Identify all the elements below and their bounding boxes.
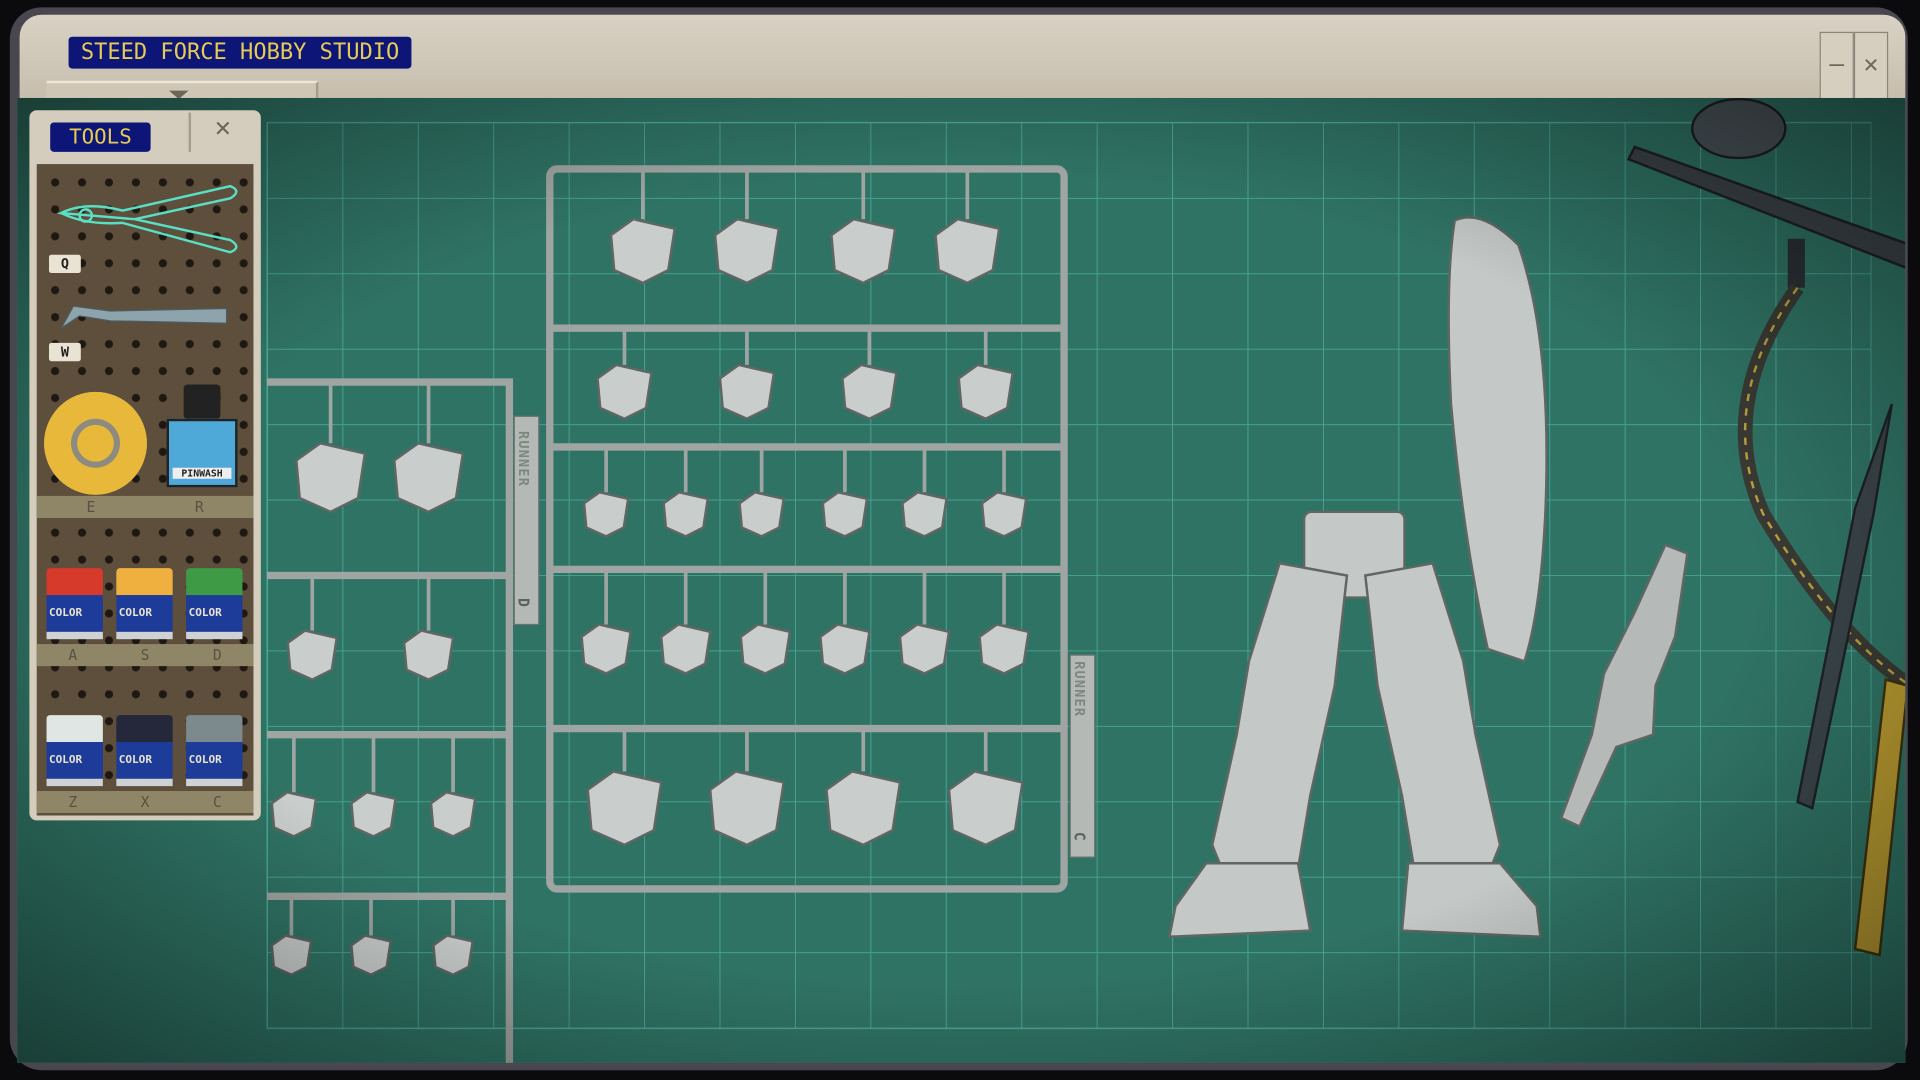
model-part[interactable] — [270, 790, 318, 838]
tools-close-button[interactable]: ✕ — [188, 112, 255, 152]
paint-black[interactable]: COLOR — [116, 715, 173, 787]
model-part[interactable] — [841, 363, 898, 421]
model-part[interactable] — [350, 790, 397, 838]
model-part[interactable] — [432, 934, 475, 977]
key-hint-s: S — [140, 646, 150, 664]
key-hint-a: A — [68, 646, 78, 664]
key-hint-e: E — [86, 498, 96, 516]
model-part[interactable] — [580, 623, 632, 675]
model-part[interactable] — [659, 623, 712, 675]
paint-white[interactable]: COLOR — [46, 715, 103, 787]
model-part[interactable] — [286, 629, 339, 681]
tools-panel-title: TOOLS — [50, 122, 151, 152]
model-part[interactable] — [901, 490, 948, 538]
paint-grey[interactable]: COLOR — [186, 715, 243, 787]
shelf-er: E R — [36, 495, 254, 518]
pegboard: Q W PINWASH E R COLOR COLOR COLOR A S D … — [36, 164, 254, 816]
pinwash-label: PINWASH — [172, 467, 232, 479]
key-hint-d: D — [212, 646, 222, 664]
model-part[interactable] — [596, 363, 653, 421]
tools-panel: TOOLS ✕ Q W PINWASH E R — [29, 110, 261, 821]
workspace-canvas[interactable] — [17, 97, 1906, 1063]
model-part[interactable] — [662, 490, 710, 538]
model-part[interactable] — [270, 934, 313, 977]
pinwash-bottle-tool[interactable]: PINWASH — [166, 384, 238, 488]
masking-tape-tool[interactable] — [44, 391, 147, 495]
window-title: STEED FORCE HOBBY STUDIO — [68, 36, 412, 69]
model-part[interactable] — [402, 629, 455, 681]
model-part[interactable] — [957, 363, 1015, 421]
paint-green[interactable]: COLOR — [186, 568, 243, 640]
key-hint-r: R — [194, 498, 204, 516]
model-part[interactable] — [819, 623, 871, 675]
minimize-button[interactable]: – — [1819, 31, 1854, 103]
model-part[interactable] — [582, 490, 630, 538]
runner-label-c: RUNNER — [1071, 661, 1088, 718]
shelf-asd: A S D — [36, 644, 254, 667]
model-part[interactable] — [980, 490, 1028, 538]
model-part[interactable] — [738, 490, 786, 538]
key-hint-c: C — [212, 793, 222, 811]
key-hint-q: Q — [48, 254, 81, 274]
key-hint-x: X — [140, 793, 150, 811]
model-part[interactable] — [429, 790, 477, 838]
title-bar: STEED FORCE HOBBY STUDIO – ✕ — [19, 14, 1906, 113]
model-part[interactable] — [898, 623, 951, 675]
paint-red[interactable]: COLOR — [46, 568, 103, 640]
chevron-down-icon — [168, 90, 189, 100]
model-part[interactable] — [739, 623, 792, 675]
model-part[interactable] — [350, 934, 392, 977]
paint-yellow[interactable]: COLOR — [116, 568, 173, 640]
runner-label-d: RUNNER — [515, 431, 532, 488]
model-part[interactable] — [821, 490, 869, 538]
model-part[interactable] — [978, 623, 1030, 675]
key-hint-z: Z — [68, 793, 78, 811]
key-hint-w: W — [48, 342, 81, 362]
model-part[interactable] — [718, 363, 776, 421]
cutting-mat-workspace[interactable]: RUNNER D RUNNER C — [17, 97, 1906, 1063]
runner-letter-d: D — [515, 598, 533, 607]
tweezers-tool[interactable] — [60, 305, 228, 329]
shelf-zxc: Z X C — [36, 791, 254, 814]
close-button[interactable]: ✕ — [1853, 31, 1889, 103]
nippers-tool[interactable] — [37, 164, 254, 335]
runner-letter-c: C — [1070, 831, 1089, 841]
